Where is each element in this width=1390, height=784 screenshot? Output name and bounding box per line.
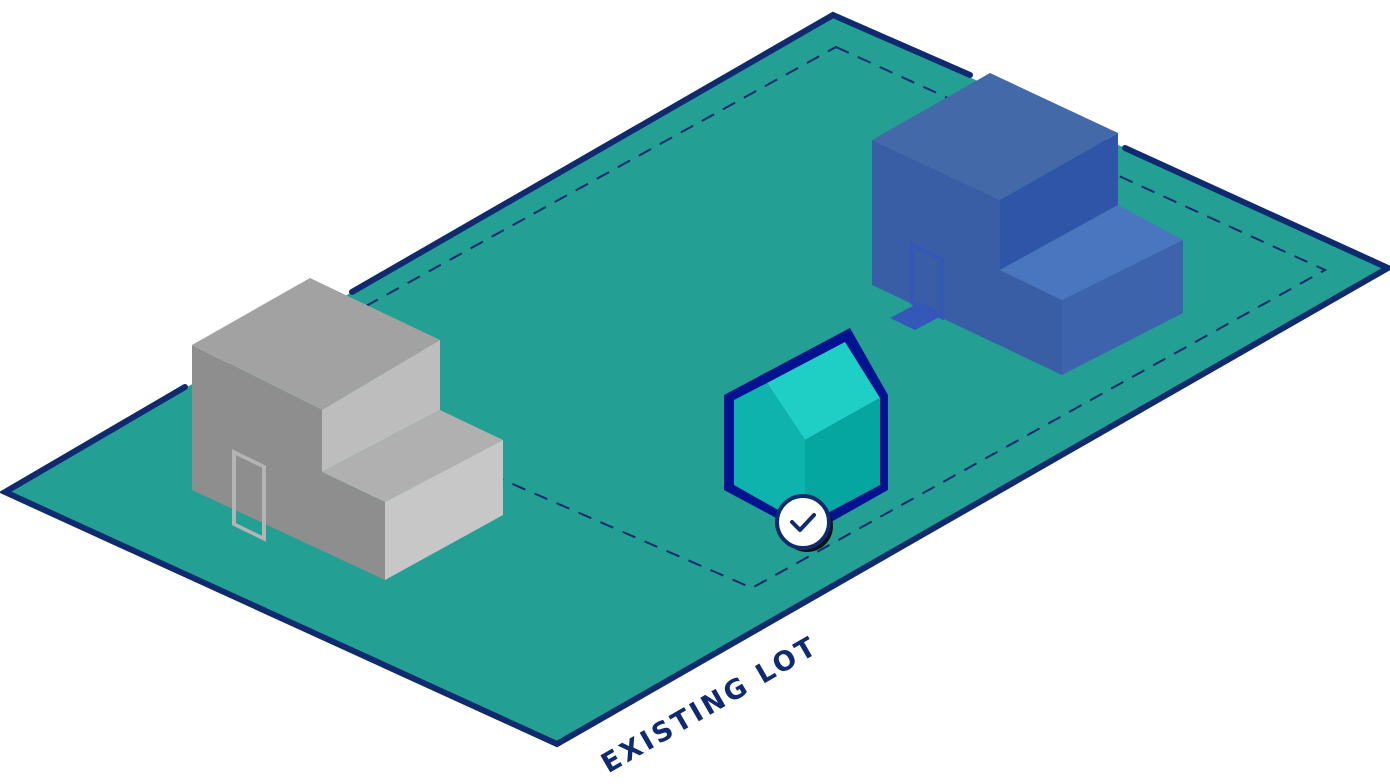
existing-house: [192, 278, 503, 580]
check-circle-icon: [775, 494, 833, 552]
door: [232, 449, 266, 542]
door-step: [890, 302, 945, 330]
neighbor-house: [872, 73, 1183, 375]
adu-proposed: [724, 328, 888, 535]
lot-border: [0, 11, 1390, 748]
